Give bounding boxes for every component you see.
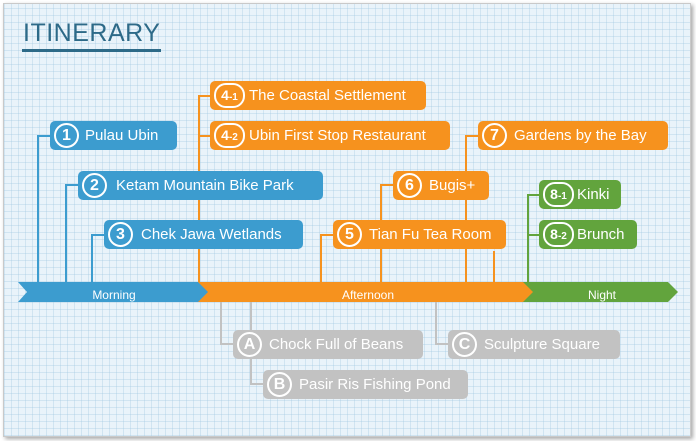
connector-stop-7	[465, 135, 478, 282]
stop-6-badge: 6	[397, 173, 422, 198]
stop-8-1-badge: 8-1	[543, 182, 574, 207]
stop-8-2-label: Brunch	[577, 226, 625, 243]
title-underline	[22, 49, 161, 52]
connector-stop-5	[320, 234, 333, 282]
stop-1-box[interactable]: 1 Pulau Ubin	[50, 121, 177, 150]
stop-7-box[interactable]: 7 Gardens by the Bay	[478, 121, 668, 150]
connector-alt-b	[250, 302, 263, 385]
stop-3-label: Chek Jawa Wetlands	[141, 226, 282, 243]
connector-alt-a	[220, 302, 233, 345]
stop-4-2-badge: 4-2	[214, 123, 245, 148]
stop-3-badge: 3	[108, 222, 133, 247]
connector-stop-1	[37, 135, 50, 282]
timeline-morning-segment	[18, 282, 213, 302]
stop-4-2-label: Ubin First Stop Restaurant	[249, 127, 426, 144]
timeline-morning-label: Morning	[92, 288, 136, 302]
stop-4-1-box[interactable]: 4-1 The Coastal Settlement	[210, 81, 426, 110]
alt-b-box[interactable]: B Pasir Ris Fishing Pond	[263, 370, 468, 399]
stop-7-label: Gardens by the Bay	[514, 127, 647, 144]
stop-4-2-box[interactable]: 4-2 Ubin First Stop Restaurant	[210, 121, 450, 150]
stop-1-label: Pulau Ubin	[85, 127, 159, 144]
stop-6-label: Bugis+	[429, 177, 476, 194]
alt-a-box[interactable]: A Chock Full of Beans	[233, 330, 423, 359]
alt-c-label: Sculpture Square	[484, 336, 600, 353]
stop-4-1-label: The Coastal Settlement	[249, 87, 406, 104]
connector-lines	[18, 95, 678, 385]
alt-a-badge: A	[237, 332, 262, 357]
stop-5-label: Tian Fu Tea Room	[369, 226, 492, 243]
connector-stop-2	[65, 184, 78, 282]
stop-5-badge: 5	[337, 222, 362, 247]
stop-5-box[interactable]: 5 Tian Fu Tea Room	[333, 220, 506, 249]
stop-3-box[interactable]: 3 Chek Jawa Wetlands	[104, 220, 303, 249]
connector-stop-6	[380, 184, 393, 282]
connector-stop-3	[91, 234, 104, 282]
stop-8-1-box[interactable]: 8-1 Kinki	[539, 180, 621, 209]
alt-c-box[interactable]: C Sculpture Square	[448, 330, 620, 359]
timeline-afternoon-label: Afternoon	[341, 288, 395, 302]
timeline-night-label: Night	[587, 288, 616, 302]
stop-8-2-badge: 8-2	[543, 222, 574, 247]
stop-2-box[interactable]: 2 Ketam Mountain Bike Park	[78, 171, 323, 200]
stop-8-1-label: Kinki	[577, 186, 610, 203]
stop-1-badge: 1	[54, 123, 79, 148]
alt-b-label: Pasir Ris Fishing Pond	[299, 376, 451, 393]
alt-a-label: Chock Full of Beans	[269, 336, 404, 353]
itinerary-panel: ITINERARY	[3, 3, 691, 437]
connector-alt-c	[435, 302, 448, 345]
alt-b-badge: B	[267, 372, 292, 397]
timeline-afternoon-segment	[198, 282, 538, 302]
stop-2-label: Ketam Mountain Bike Park	[116, 177, 294, 194]
stop-8-2-box[interactable]: 8-2 Brunch	[539, 220, 637, 249]
stop-2-badge: 2	[82, 173, 107, 198]
page-title: ITINERARY	[23, 19, 161, 47]
stop-6-box[interactable]: 6 Bugis+	[393, 171, 489, 200]
timeline-night-segment	[523, 282, 678, 302]
stop-4-1-badge: 4-1	[214, 83, 245, 108]
stop-7-badge: 7	[482, 123, 507, 148]
alt-c-badge: C	[452, 332, 477, 357]
connector-stop-8	[527, 194, 539, 282]
